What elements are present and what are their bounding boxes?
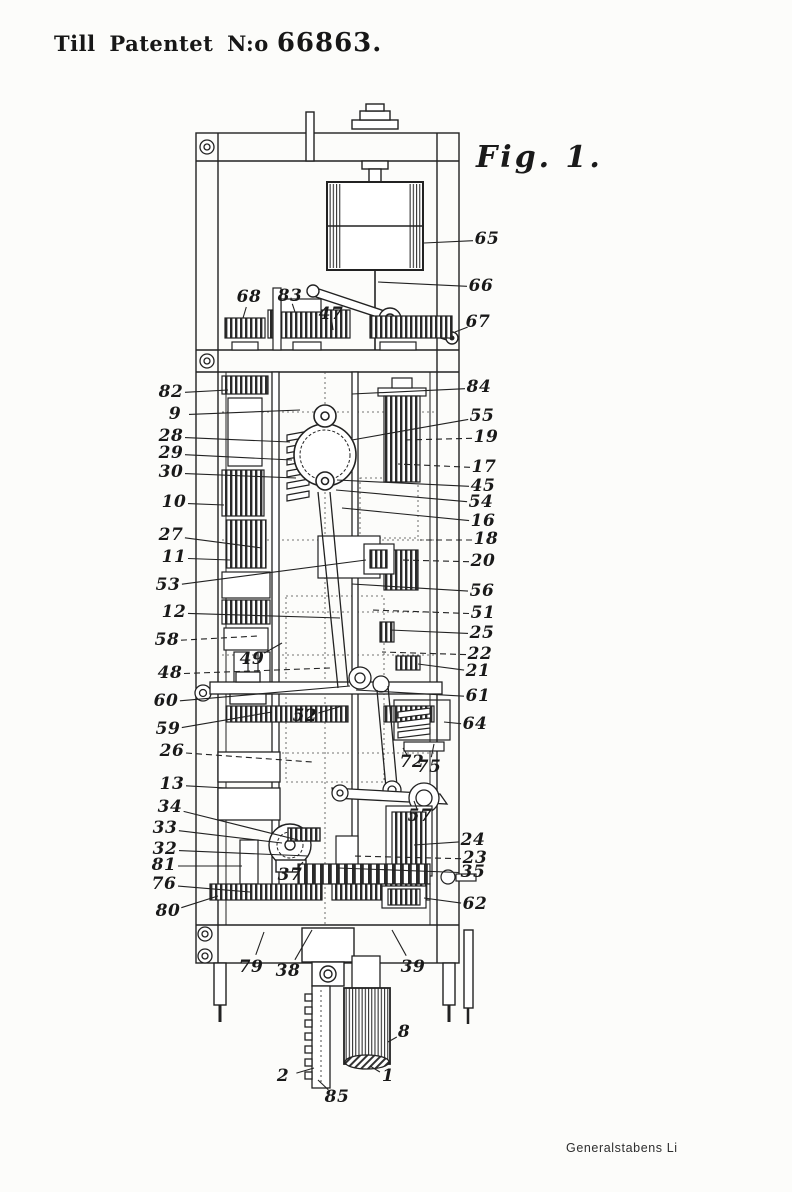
- leader-line-72: [402, 747, 409, 757]
- leader-line-80: [181, 895, 219, 909]
- leader-line-64: [443, 721, 462, 725]
- leader-line-13: [185, 785, 227, 789]
- figure-caption: Fig. 1.: [476, 140, 603, 175]
- right-gear-stack: [377, 377, 427, 591]
- lower-left-boxes: [217, 751, 281, 821]
- leader-line-53: [181, 559, 367, 585]
- leader-line-65: [423, 240, 474, 244]
- mid-gear-racks: [225, 699, 451, 752]
- leader-line-19: [401, 437, 473, 441]
- leader-line-37: [295, 861, 304, 871]
- left-gear-stacks: [221, 375, 271, 695]
- top-spindle-assembly: [305, 103, 399, 183]
- leader-line-79: [255, 931, 265, 955]
- leader-line-56: [351, 583, 469, 592]
- leader-line-34: [183, 810, 299, 841]
- leader-line-11: [187, 557, 231, 561]
- leader-line-49: [263, 642, 283, 654]
- leader-line-28: [184, 437, 291, 443]
- top-gear-racks: [224, 287, 453, 351]
- leader-line-21: [417, 663, 465, 671]
- bottom-base-and-legs: [213, 927, 474, 1024]
- leader-line-16: [341, 507, 470, 522]
- leader-line-38: [294, 929, 313, 961]
- leader-line-48: [183, 667, 331, 675]
- page-title: Till Patentet N:o 66863.: [54, 28, 382, 58]
- mid-mechanism-boxes: [317, 535, 421, 671]
- leader-line-83: [291, 303, 296, 313]
- leader-line-68: [242, 306, 247, 319]
- leader-line-35: [337, 867, 460, 874]
- printer-credit: Generalstabens Li: [566, 1141, 678, 1155]
- leader-line-84: [351, 388, 466, 395]
- leader-line-24: [413, 841, 460, 846]
- leader-line-39: [391, 929, 407, 956]
- leader-line-20: [399, 559, 470, 563]
- leader-line-76: [177, 885, 251, 893]
- leader-line-57: [413, 800, 418, 810]
- leader-line-58: [180, 635, 259, 641]
- leader-line-27: [184, 537, 263, 549]
- leader-line-54: [335, 489, 468, 503]
- leader-line-12: [187, 612, 341, 619]
- leader-line-33: [178, 830, 283, 844]
- leader-line-55: [351, 418, 469, 441]
- leader-line-25: [389, 629, 469, 634]
- leader-line-52: [318, 705, 343, 714]
- leader-line-26: [185, 752, 313, 763]
- leader-line-17: [397, 463, 471, 468]
- leader-line-23: [351, 855, 462, 860]
- leader-lines: [177, 240, 474, 1091]
- leader-line-2: [296, 1067, 315, 1074]
- leader-line-30: [184, 473, 297, 479]
- leader-line-60: [179, 685, 351, 702]
- patent-number: 66863.: [276, 28, 383, 58]
- leader-line-59: [181, 711, 273, 729]
- frame-bolts: [194, 139, 215, 964]
- leader-line-82: [184, 389, 229, 393]
- leader-line-22: [381, 651, 467, 656]
- leader-line-85: [317, 1079, 329, 1091]
- leader-line-1: [369, 1065, 381, 1073]
- bottom-gear-racks: [209, 835, 477, 909]
- leader-line-47: [331, 321, 334, 331]
- leader-line-62: [423, 897, 462, 904]
- patent-title-text: Till Patentet N:o: [54, 31, 269, 56]
- cam-wheel: [293, 404, 357, 491]
- leader-line-8: [387, 1036, 398, 1043]
- leader-line-32: [178, 850, 309, 857]
- chain-and-feed-drum: [304, 955, 391, 1089]
- leader-line-75: [430, 743, 435, 758]
- leader-line-51: [371, 609, 470, 615]
- weight-drum: [326, 181, 424, 350]
- leader-line-10: [187, 503, 225, 506]
- leader-line-67: [454, 326, 468, 333]
- leader-line-45: [336, 479, 470, 487]
- leader-line-61: [355, 689, 465, 697]
- leader-line-29: [184, 454, 293, 461]
- leader-line-66: [377, 281, 468, 287]
- leader-line-9: [188, 409, 301, 415]
